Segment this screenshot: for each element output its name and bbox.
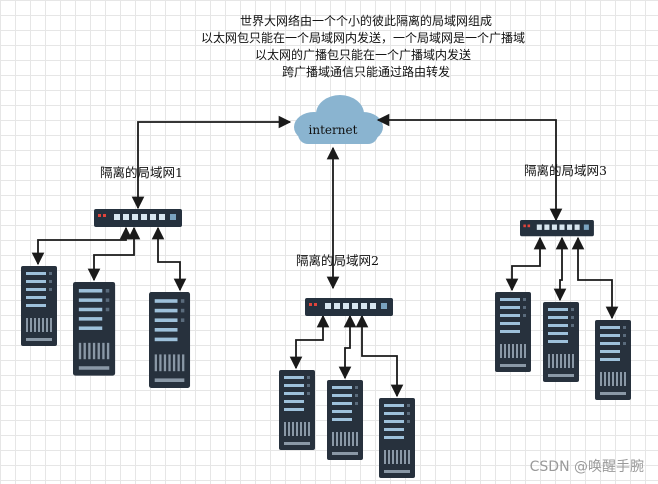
- link-lan3-server2: [553, 236, 569, 302]
- switch-icon: [305, 298, 393, 316]
- header-line-2: 以太网包只能在一个局域网内发送，一个局域网是一个广播域: [201, 30, 525, 45]
- server-icon: [21, 266, 57, 346]
- header-notes: 世界大网络由一个个小的彼此隔离的局域网组成 以太网包只能在一个局域网内发送，一个…: [201, 13, 525, 79]
- lan-label-2: 隔离的局域网2: [296, 253, 379, 268]
- server-icon: [379, 398, 415, 478]
- link-lan3-server3: [571, 236, 619, 320]
- watermark: CSDN @唤醒手腕: [529, 459, 644, 475]
- header-line-4: 跨广播域通信只能通过路由转发: [282, 64, 450, 79]
- lan-label-3: 隔离的局域网3: [524, 163, 607, 178]
- cloud-label: internet: [309, 123, 358, 137]
- switch-icon: [520, 220, 594, 237]
- lan-label-1: 隔离的局域网1: [100, 165, 183, 180]
- link-lan3-server1: [505, 236, 547, 292]
- server-icon: [495, 292, 531, 372]
- switch-icon: [94, 209, 182, 227]
- server-icon: [149, 292, 191, 388]
- link-lan1-server3: [151, 226, 187, 292]
- server-icon: [279, 370, 315, 450]
- server-icon: [543, 302, 579, 382]
- internet-cloud-icon: internet: [294, 95, 383, 144]
- server-icon: [595, 320, 631, 400]
- header-line-3: 以太网的广播包只能在一个广播域内发送: [255, 47, 471, 62]
- server-icon: [73, 282, 116, 376]
- link-lan1-server1: [31, 226, 133, 266]
- connection-lines: [31, 113, 619, 398]
- link-lan3-internet: [376, 113, 563, 222]
- link-lan2-server1: [289, 314, 330, 370]
- link-lan2-server2: [338, 314, 357, 380]
- link-lan1-server2: [87, 226, 141, 282]
- server-icon: [327, 380, 363, 460]
- link-lan1-internet: [131, 115, 292, 210]
- link-lan2-server3: [355, 314, 404, 398]
- header-line-1: 世界大网络由一个个小的彼此隔离的局域网组成: [240, 13, 492, 28]
